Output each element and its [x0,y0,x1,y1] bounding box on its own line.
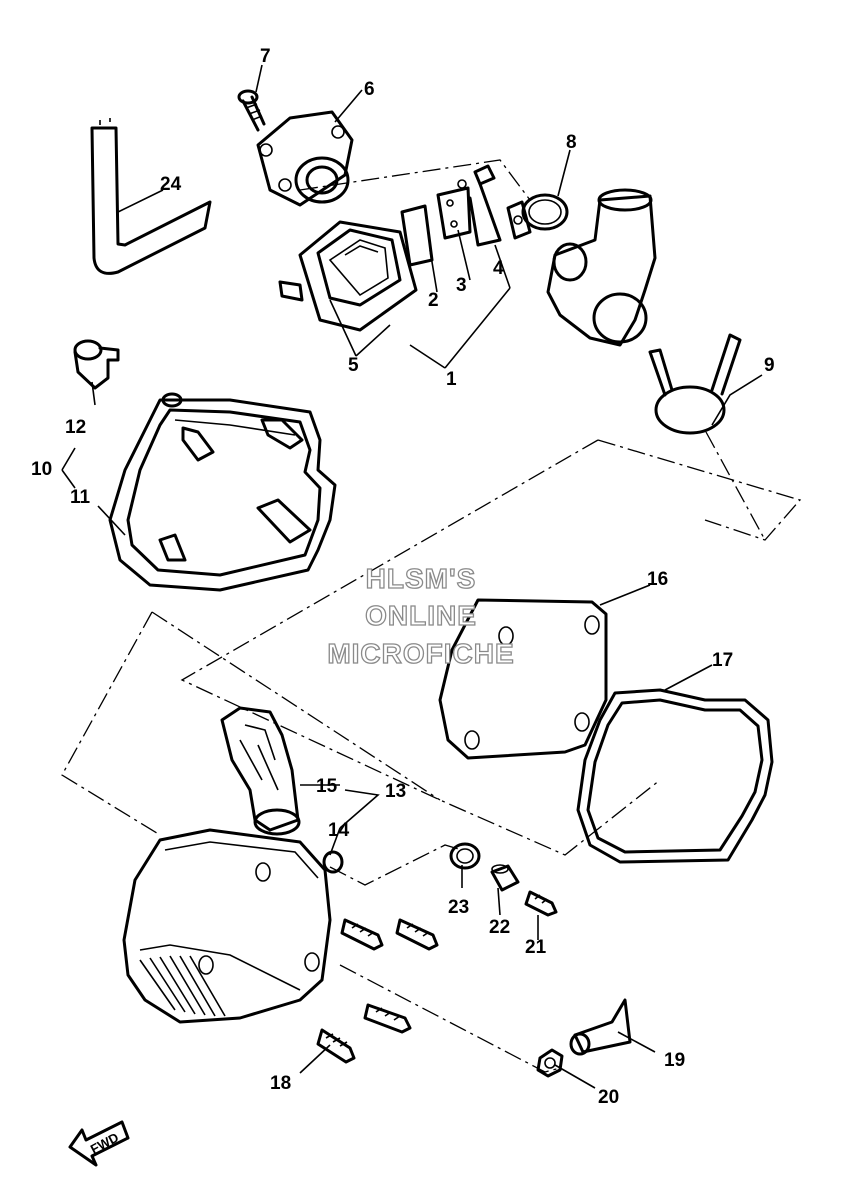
callout-24[interactable]: 24 [160,174,182,195]
callout-7[interactable]: 7 [260,46,271,67]
nut-part-20[interactable] [536,1048,564,1078]
callout-22[interactable]: 22 [489,917,510,938]
callout-10[interactable]: 10 [31,459,52,480]
callout-19[interactable]: 19 [664,1050,685,1071]
callout-18[interactable]: 18 [270,1073,291,1094]
air-cleaner-case-part-11[interactable] [108,392,337,592]
callout-15[interactable]: 15 [316,776,338,797]
screw-part-21[interactable] [524,890,558,917]
callout-1[interactable]: 1 [446,369,457,390]
callout-labels: 1 2 3 4 5 6 7 8 9 10 11 12 13 14 15 16 1… [31,46,775,1108]
watermark: HLSM'S ONLINE MICROFICHE [327,562,515,669]
screw-18-extra-c[interactable] [363,1003,412,1034]
screw-18-extra-a[interactable] [340,918,384,951]
callout-23[interactable]: 23 [448,897,469,918]
callout-20[interactable]: 20 [598,1087,619,1108]
callout-3[interactable]: 3 [456,275,467,296]
air-cleaner-cover-part-13[interactable] [122,828,344,1024]
reed-plate-part-2[interactable] [400,204,434,267]
screw-part-4[interactable] [457,164,502,247]
hose-part-24[interactable] [90,118,212,275]
reed-valve-assembly-part-1[interactable] [278,220,418,332]
stopper-part-3[interactable] [436,186,472,240]
leader-lines [61,64,763,1089]
callout-13[interactable]: 13 [385,781,406,802]
intake-duct-part-15[interactable] [220,706,301,836]
seal-part-17[interactable] [576,688,774,864]
bolt-part-7[interactable] [237,89,266,132]
carburetor [546,188,657,347]
watermark-line-3: MICROFICHE [327,638,514,669]
wire-clip-part-9[interactable] [648,333,742,435]
callout-17[interactable]: 17 [712,650,733,671]
callout-16[interactable]: 16 [647,569,668,590]
fitting-part-12[interactable] [73,339,120,390]
hose-clamp-part-8[interactable] [506,193,569,240]
callout-2[interactable]: 2 [428,290,439,311]
fwd-label: FWD [88,1130,121,1157]
grommet-part-23[interactable] [449,842,481,870]
drain-plug-part-19[interactable] [569,998,632,1056]
callout-4[interactable]: 4 [493,258,504,279]
screw-18-extra-b[interactable] [395,918,439,951]
callout-9[interactable]: 9 [764,355,775,376]
callout-21[interactable]: 21 [525,937,547,958]
element-plate-part-16[interactable] [438,598,608,760]
watermark-line-2: ONLINE [365,600,477,631]
fwd-arrow-icon: FWD [68,1120,130,1167]
callout-14[interactable]: 14 [328,820,350,841]
callout-6[interactable]: 6 [364,79,375,100]
intake-joint-part-6[interactable] [256,110,354,207]
callout-12[interactable]: 12 [65,417,86,438]
callout-8[interactable]: 8 [566,132,577,153]
screw-part-18[interactable] [316,1028,356,1064]
callout-5[interactable]: 5 [348,355,359,376]
collar-part-22[interactable] [490,864,520,892]
callout-11[interactable]: 11 [70,487,91,508]
watermark-line-1: HLSM'S [366,563,477,594]
